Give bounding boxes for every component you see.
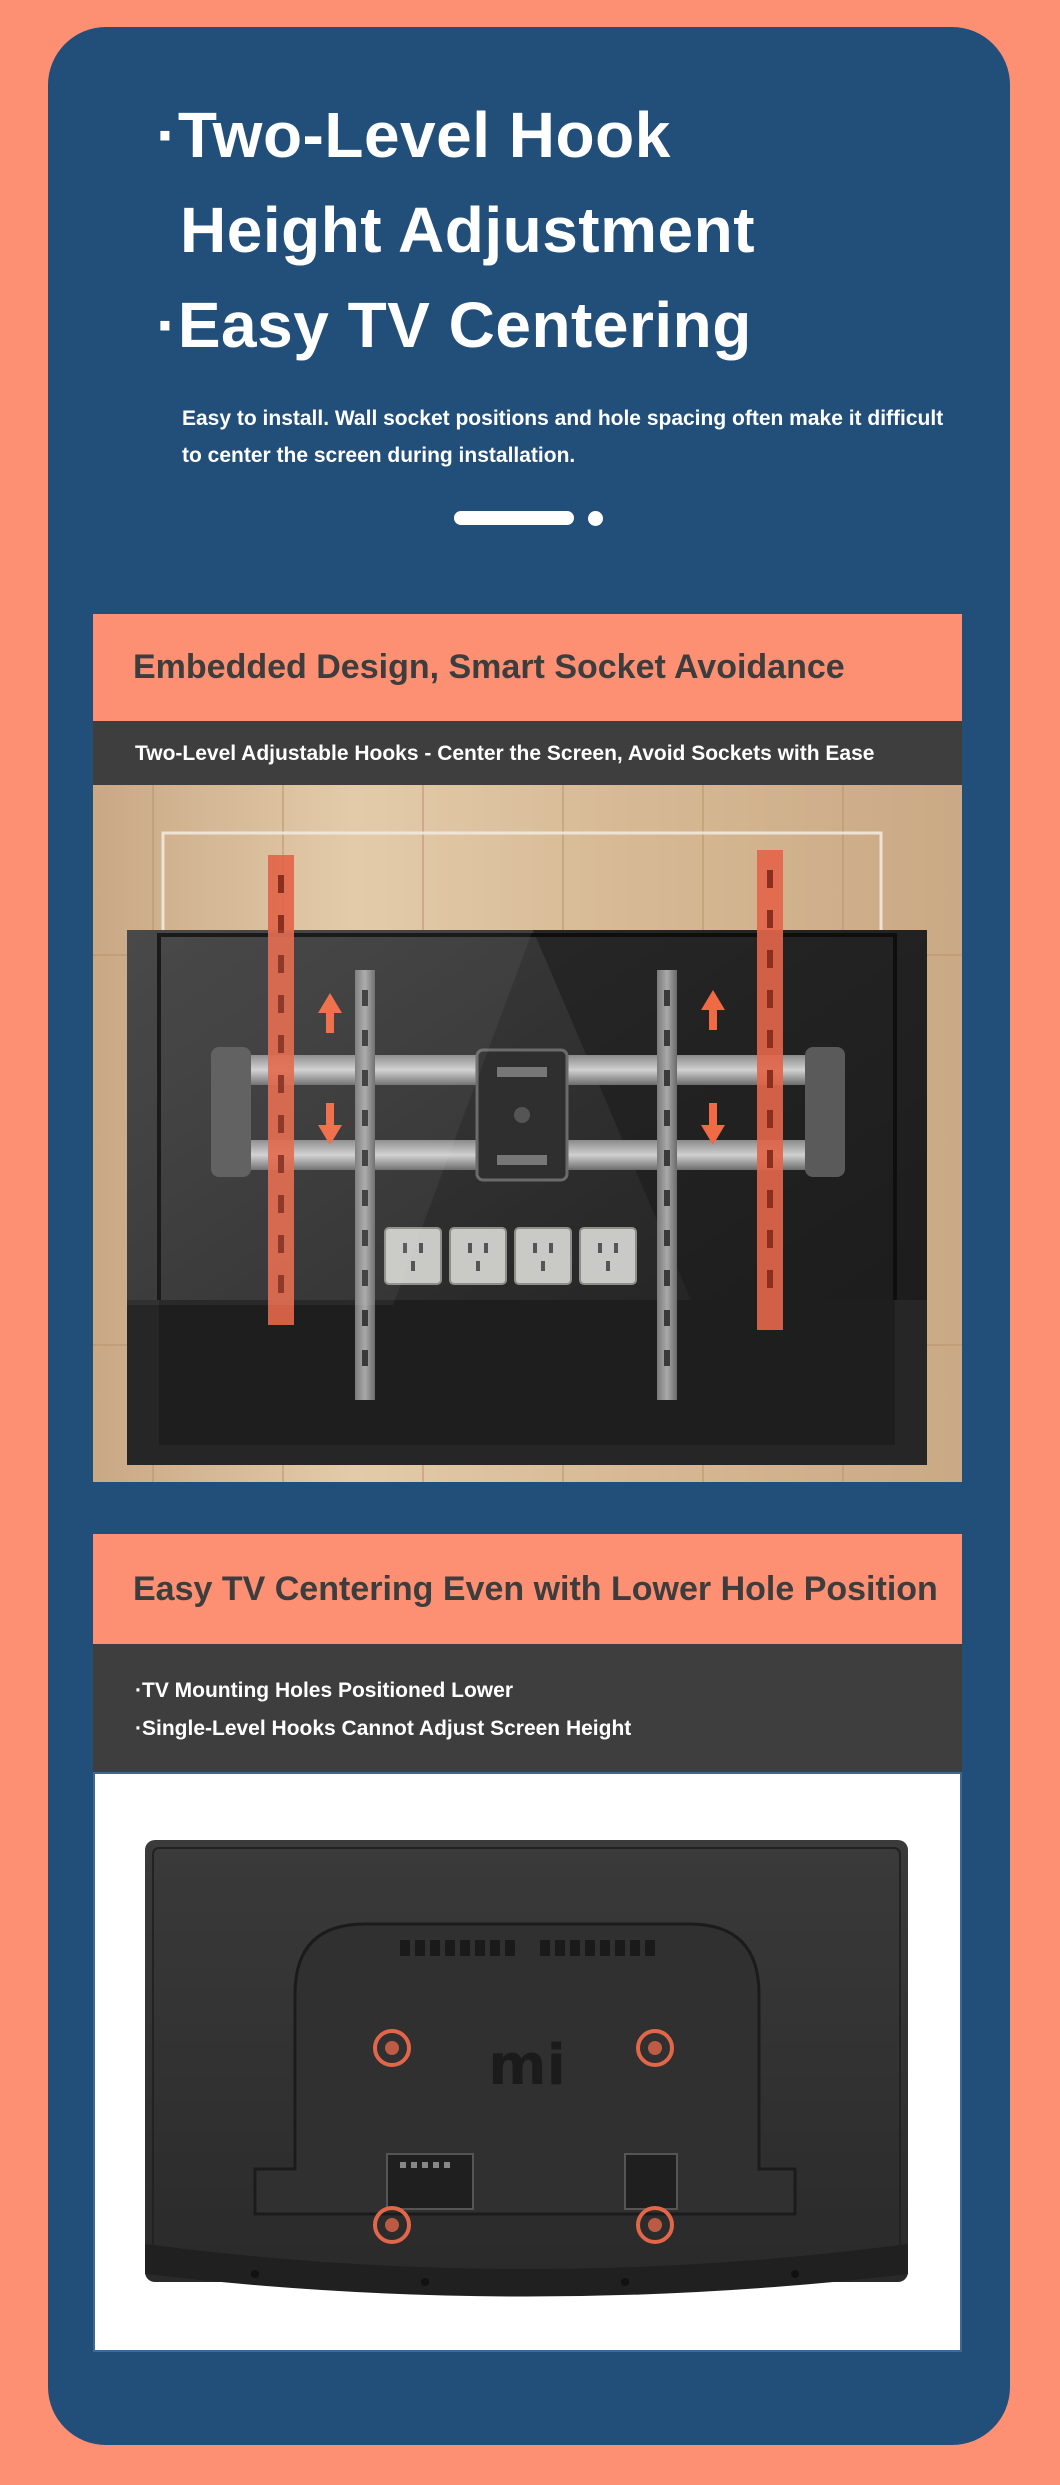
- hero-heading-line-2: Height Adjustment: [180, 194, 755, 266]
- hero-heading-line-1: ·Two-Level Hook: [156, 99, 671, 171]
- tv-back-image: mi: [145, 1840, 908, 2297]
- section-title: Embedded Design, Smart Socket Avoidance: [93, 614, 962, 721]
- mounting-hole-markers: [373, 2029, 674, 2244]
- tv-brand-logo: mi: [488, 2033, 566, 2098]
- section-socket-avoidance: Embedded Design, Smart Socket Avoidance …: [93, 614, 962, 1482]
- section-subtitle: Two-Level Adjustable Hooks - Center the …: [93, 721, 962, 785]
- carousel-dot[interactable]: [588, 511, 603, 526]
- bullet-item: ·Single-Level Hooks Cannot Adjust Screen…: [135, 1717, 632, 1740]
- hero-heading-line-3: ·Easy TV Centering: [156, 289, 752, 361]
- wall-mount-illustration: [93, 785, 962, 1482]
- section-title: Easy TV Centering Even with Lower Hole P…: [93, 1534, 962, 1644]
- hero-description: Easy to install. Wall socket positions a…: [182, 407, 944, 467]
- wall-mount-image: [93, 785, 962, 1482]
- tv-back-illustration: mi: [93, 1772, 962, 2352]
- content-panel: ·Two-Level Hook Height Adjustment ·Easy …: [48, 27, 1010, 2445]
- section-lower-hole-position: Easy TV Centering Even with Lower Hole P…: [93, 1534, 962, 2352]
- bullet-list: ·TV Mounting Holes Positioned Lower ·Sin…: [93, 1644, 962, 1772]
- bullet-item: ·TV Mounting Holes Positioned Lower: [135, 1679, 513, 1702]
- carousel-dot-active[interactable]: [454, 511, 574, 525]
